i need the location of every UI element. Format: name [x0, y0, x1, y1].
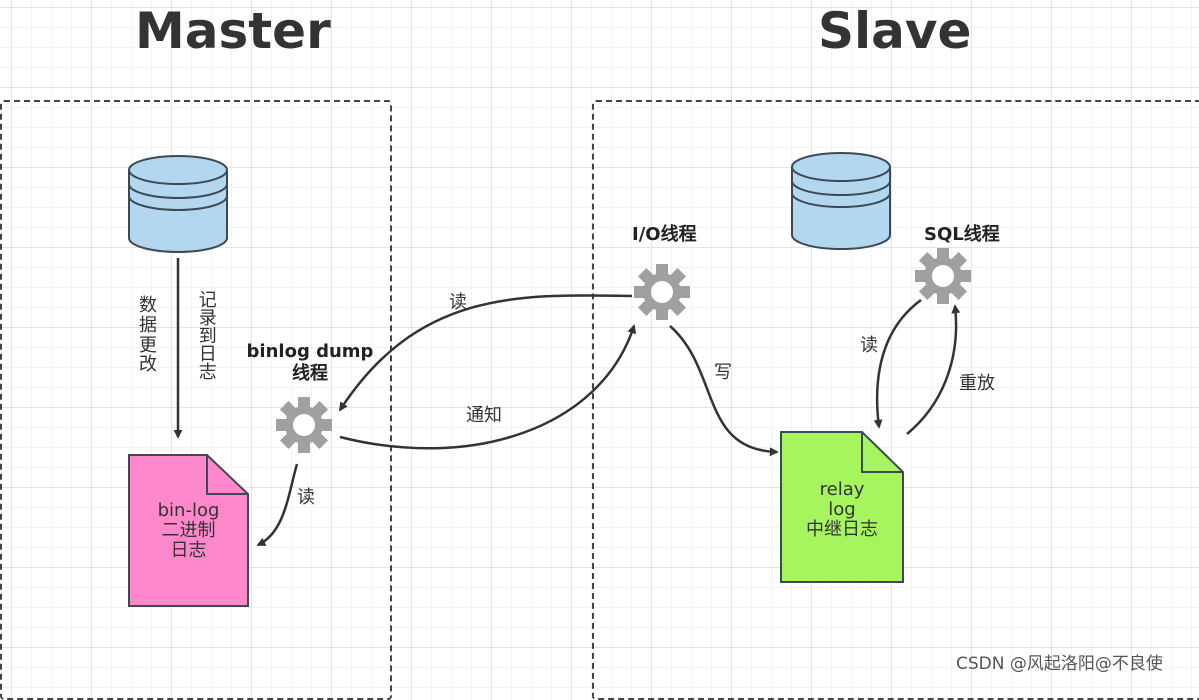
master-title: Master — [135, 2, 331, 60]
sql-read-label: 读 — [860, 335, 878, 356]
replay-label: 重放 — [959, 373, 995, 394]
sql-read-relay-arrow — [873, 298, 922, 429]
binlog-dump-thread-gear-icon — [276, 397, 332, 453]
sql-replay-arrow — [906, 304, 961, 435]
relay-log-document-icon — [780, 431, 904, 583]
io-thread-label: I/O线程 — [632, 224, 697, 245]
io-read-from-dump-arrow — [338, 294, 633, 412]
slave-title: Slave — [818, 2, 972, 60]
data-change-label: 数据更改 — [139, 295, 157, 376]
record-to-log-label: 记录到日志 — [195, 290, 217, 380]
sql-thread-gear-icon — [915, 248, 971, 304]
slave-database-icon — [791, 152, 891, 250]
binlog-document-text: bin-log 二进制 日志 — [157, 500, 220, 561]
dump-notify-io-arrow — [339, 324, 637, 450]
notify-label: 通知 — [466, 405, 502, 426]
io-thread-gear-icon — [634, 264, 690, 320]
dump-read-binlog-arrow — [256, 463, 299, 547]
read-from-dump-label: 读 — [449, 292, 467, 313]
io-write-relay-arrow — [669, 325, 779, 457]
binlog-read-label: 读 — [297, 487, 315, 508]
master-database-icon — [128, 155, 228, 253]
sql-thread-label: SQL线程 — [924, 224, 1000, 245]
relay-log-document-text: relay log 中继日志 — [806, 479, 878, 540]
binlog-dump-thread-label: binlog dump 线程 — [246, 341, 374, 384]
write-label: 写 — [714, 362, 732, 383]
binlog-document-icon — [128, 454, 249, 607]
diagram-graphics — [128, 152, 971, 607]
csdn-watermark: CSDN @风起洛阳@不良使 — [956, 654, 1163, 674]
